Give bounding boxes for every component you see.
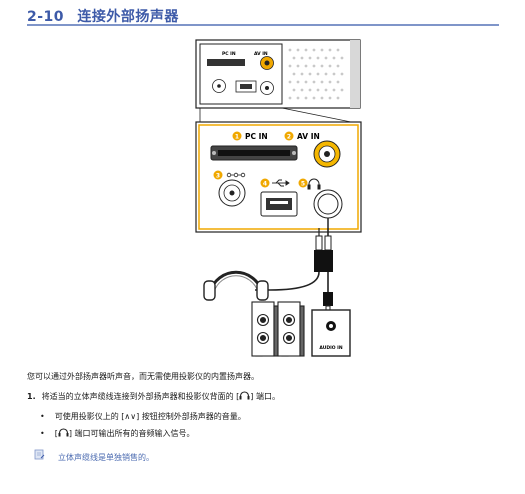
step-text-after: ] 端口。 [250,392,280,401]
svg-text:2: 2 [287,134,291,141]
zoomed-port-panel: 1 PC IN 2 AV IN 3 4 [195,121,362,233]
intro-paragraph: 您可以通过外部扬声器听声音，而无需使用投影仪的内置扬声器。 [27,372,259,381]
badge-2 [284,131,294,141]
svg-text:3: 3 [216,173,220,180]
section-title: 2-10 连接外部扬声器 [27,6,179,26]
stereo-cable [255,218,333,313]
small-pc-in-label: PC IN [222,51,236,57]
headphone-port-icon [307,178,321,190]
badge-3 [213,170,223,180]
svg-text:1: 1 [235,134,239,141]
projector-back-panel: PC IN AV IN [195,39,361,109]
speaker-grille [288,48,344,100]
section-heading: 连接外部扬声器 [77,9,179,25]
note-text: 立体声缆线是单独销售的。 [58,453,154,462]
external-speakers-icon [251,301,305,357]
badge-1 [232,131,242,141]
headphones-icon [203,270,269,301]
step-1: 1. 将适当的立体声缆线连接到外部扬声器和投影仪背面的 [ ] 端口。 [27,391,280,402]
title-divider [27,24,499,26]
pc-in-label: PC IN [245,132,268,141]
audio-in-label: AUDIO IN [319,345,342,351]
badge-5 [298,178,308,188]
bullet-2: •[] 端口可输出所有的音频输入信号。 [40,428,195,438]
usb-icon [272,179,290,187]
connection-diagram: PC IN AV IN 1 PC IN 2 AV IN [195,39,362,357]
dc-power-icon [226,172,246,178]
section-number: 2-10 [27,9,65,25]
note-icon [34,449,45,460]
svg-text:4: 4 [263,181,267,188]
step-number: 1. [27,392,36,401]
badge-4 [260,178,270,188]
step-text-before: 将适当的立体声缆线连接到外部扬声器和投影仪背面的 [ [41,392,240,401]
headphone-icon [239,391,250,400]
small-pc-port [207,59,245,66]
svg-text:5: 5 [301,181,305,188]
av-in-label: AV IN [297,132,320,141]
bullet-1: •可使用投影仪上的 [∧∨] 按钮控制外部扬声器的音量。 [40,412,246,421]
volume-buttons-symbol: ∧∨ [124,412,137,421]
small-av-in-label: AV IN [254,51,268,57]
audio-in-jack: AUDIO IN [311,309,351,357]
headphone-icon [58,428,69,437]
